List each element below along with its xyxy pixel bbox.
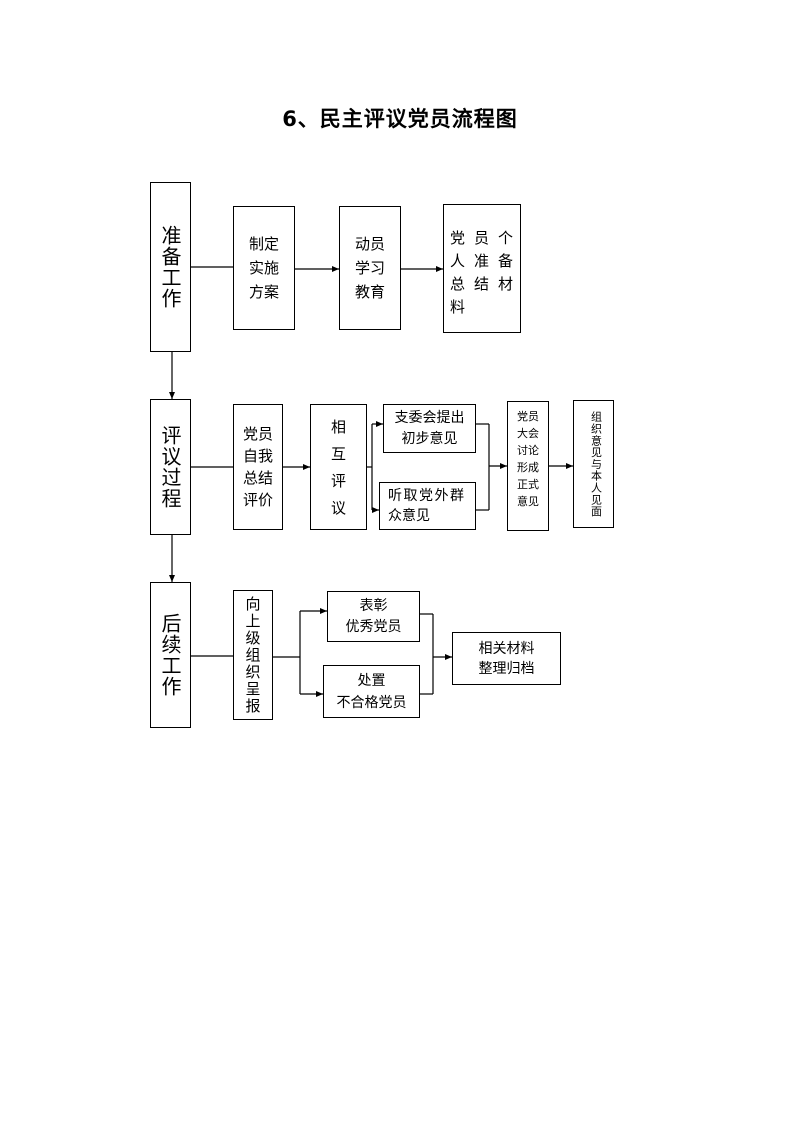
step-summary-materials-line: 总结材 [450, 274, 523, 293]
stage-followup: 后续工作 [150, 582, 191, 728]
step-commend-line: 表彰 [359, 597, 388, 614]
step-committee-opinion-line: 支委会提出 [394, 409, 465, 426]
step-general-meeting-line: 讨论 [517, 444, 539, 457]
step-committee-opinion: 支委会提出 初步意见 [383, 404, 476, 453]
step-general-meeting-line: 党员 [517, 410, 539, 423]
step-archive-line: 整理归档 [478, 660, 535, 677]
stage-preparation-label: 准备工作 [158, 225, 182, 309]
step-make-plan-line: 制定 [248, 235, 279, 253]
step-make-plan: 制定 实施 方案 [233, 206, 295, 330]
step-report-upward: 向上级组织呈报 [233, 590, 273, 720]
step-general-meeting-line: 意见 [517, 495, 539, 508]
step-self-summary-line: 自我 [242, 447, 273, 465]
step-commend-line: 优秀党员 [345, 618, 402, 635]
step-self-summary: 党员 自我 总结 评价 [233, 404, 283, 530]
step-mobilize-study-line: 教育 [354, 283, 385, 301]
step-mobilize-study-line: 动员 [354, 235, 385, 253]
stage-review-label: 评议过程 [158, 425, 182, 509]
step-committee-opinion-line: 初步意见 [401, 430, 458, 447]
stage-followup-label: 后续工作 [158, 613, 182, 697]
page-title: 6、民主评议党员流程图 [282, 107, 518, 131]
step-general-meeting: 党员 大会 讨论 形成 正式 意见 [507, 401, 549, 531]
step-archive: 相关材料 整理归档 [452, 632, 561, 685]
step-summary-materials-line: 党员个 [450, 228, 523, 247]
step-mass-opinion-line: 听取党外群 [388, 488, 466, 504]
step-general-meeting-line: 形成 [517, 461, 539, 474]
step-archive-line: 相关材料 [478, 640, 535, 657]
step-report-upward-label: 向上级组织呈报 [243, 595, 262, 715]
step-meet-in-person-label: 组织意见与本人见面 [589, 410, 603, 518]
step-summary-materials-line: 料 [450, 297, 475, 316]
step-mutual-review-label: 相互评议 [329, 419, 347, 527]
step-commend: 表彰 优秀党员 [327, 591, 420, 642]
step-make-plan-line: 实施 [248, 259, 279, 277]
step-mutual-review: 相互评议 [310, 404, 367, 530]
step-self-summary-line: 总结 [242, 469, 273, 487]
step-meet-in-person: 组织意见与本人见面 [573, 400, 614, 528]
stage-preparation: 准备工作 [150, 182, 191, 352]
stage-review: 评议过程 [150, 399, 191, 535]
step-general-meeting-line: 正式 [517, 478, 539, 491]
step-make-plan-line: 方案 [248, 283, 279, 301]
step-self-summary-line: 党员 [242, 425, 273, 443]
step-self-summary-line: 评价 [242, 491, 273, 509]
step-handle-unqualified-line: 不合格党员 [336, 694, 407, 711]
step-handle-unqualified-line: 处置 [357, 672, 386, 689]
step-summary-materials-line: 人准备 [450, 251, 523, 270]
step-mass-opinion-line: 众意见 [388, 508, 430, 524]
step-mobilize-study: 动员 学习 教育 [339, 206, 401, 330]
step-handle-unqualified: 处置 不合格党员 [323, 665, 420, 718]
step-general-meeting-line: 大会 [517, 427, 539, 440]
step-mobilize-study-line: 学习 [354, 259, 385, 277]
step-mass-opinion: 听取党外群 众意见 [379, 482, 476, 530]
step-summary-materials: 党员个 人准备 总结材 料 [443, 204, 521, 333]
